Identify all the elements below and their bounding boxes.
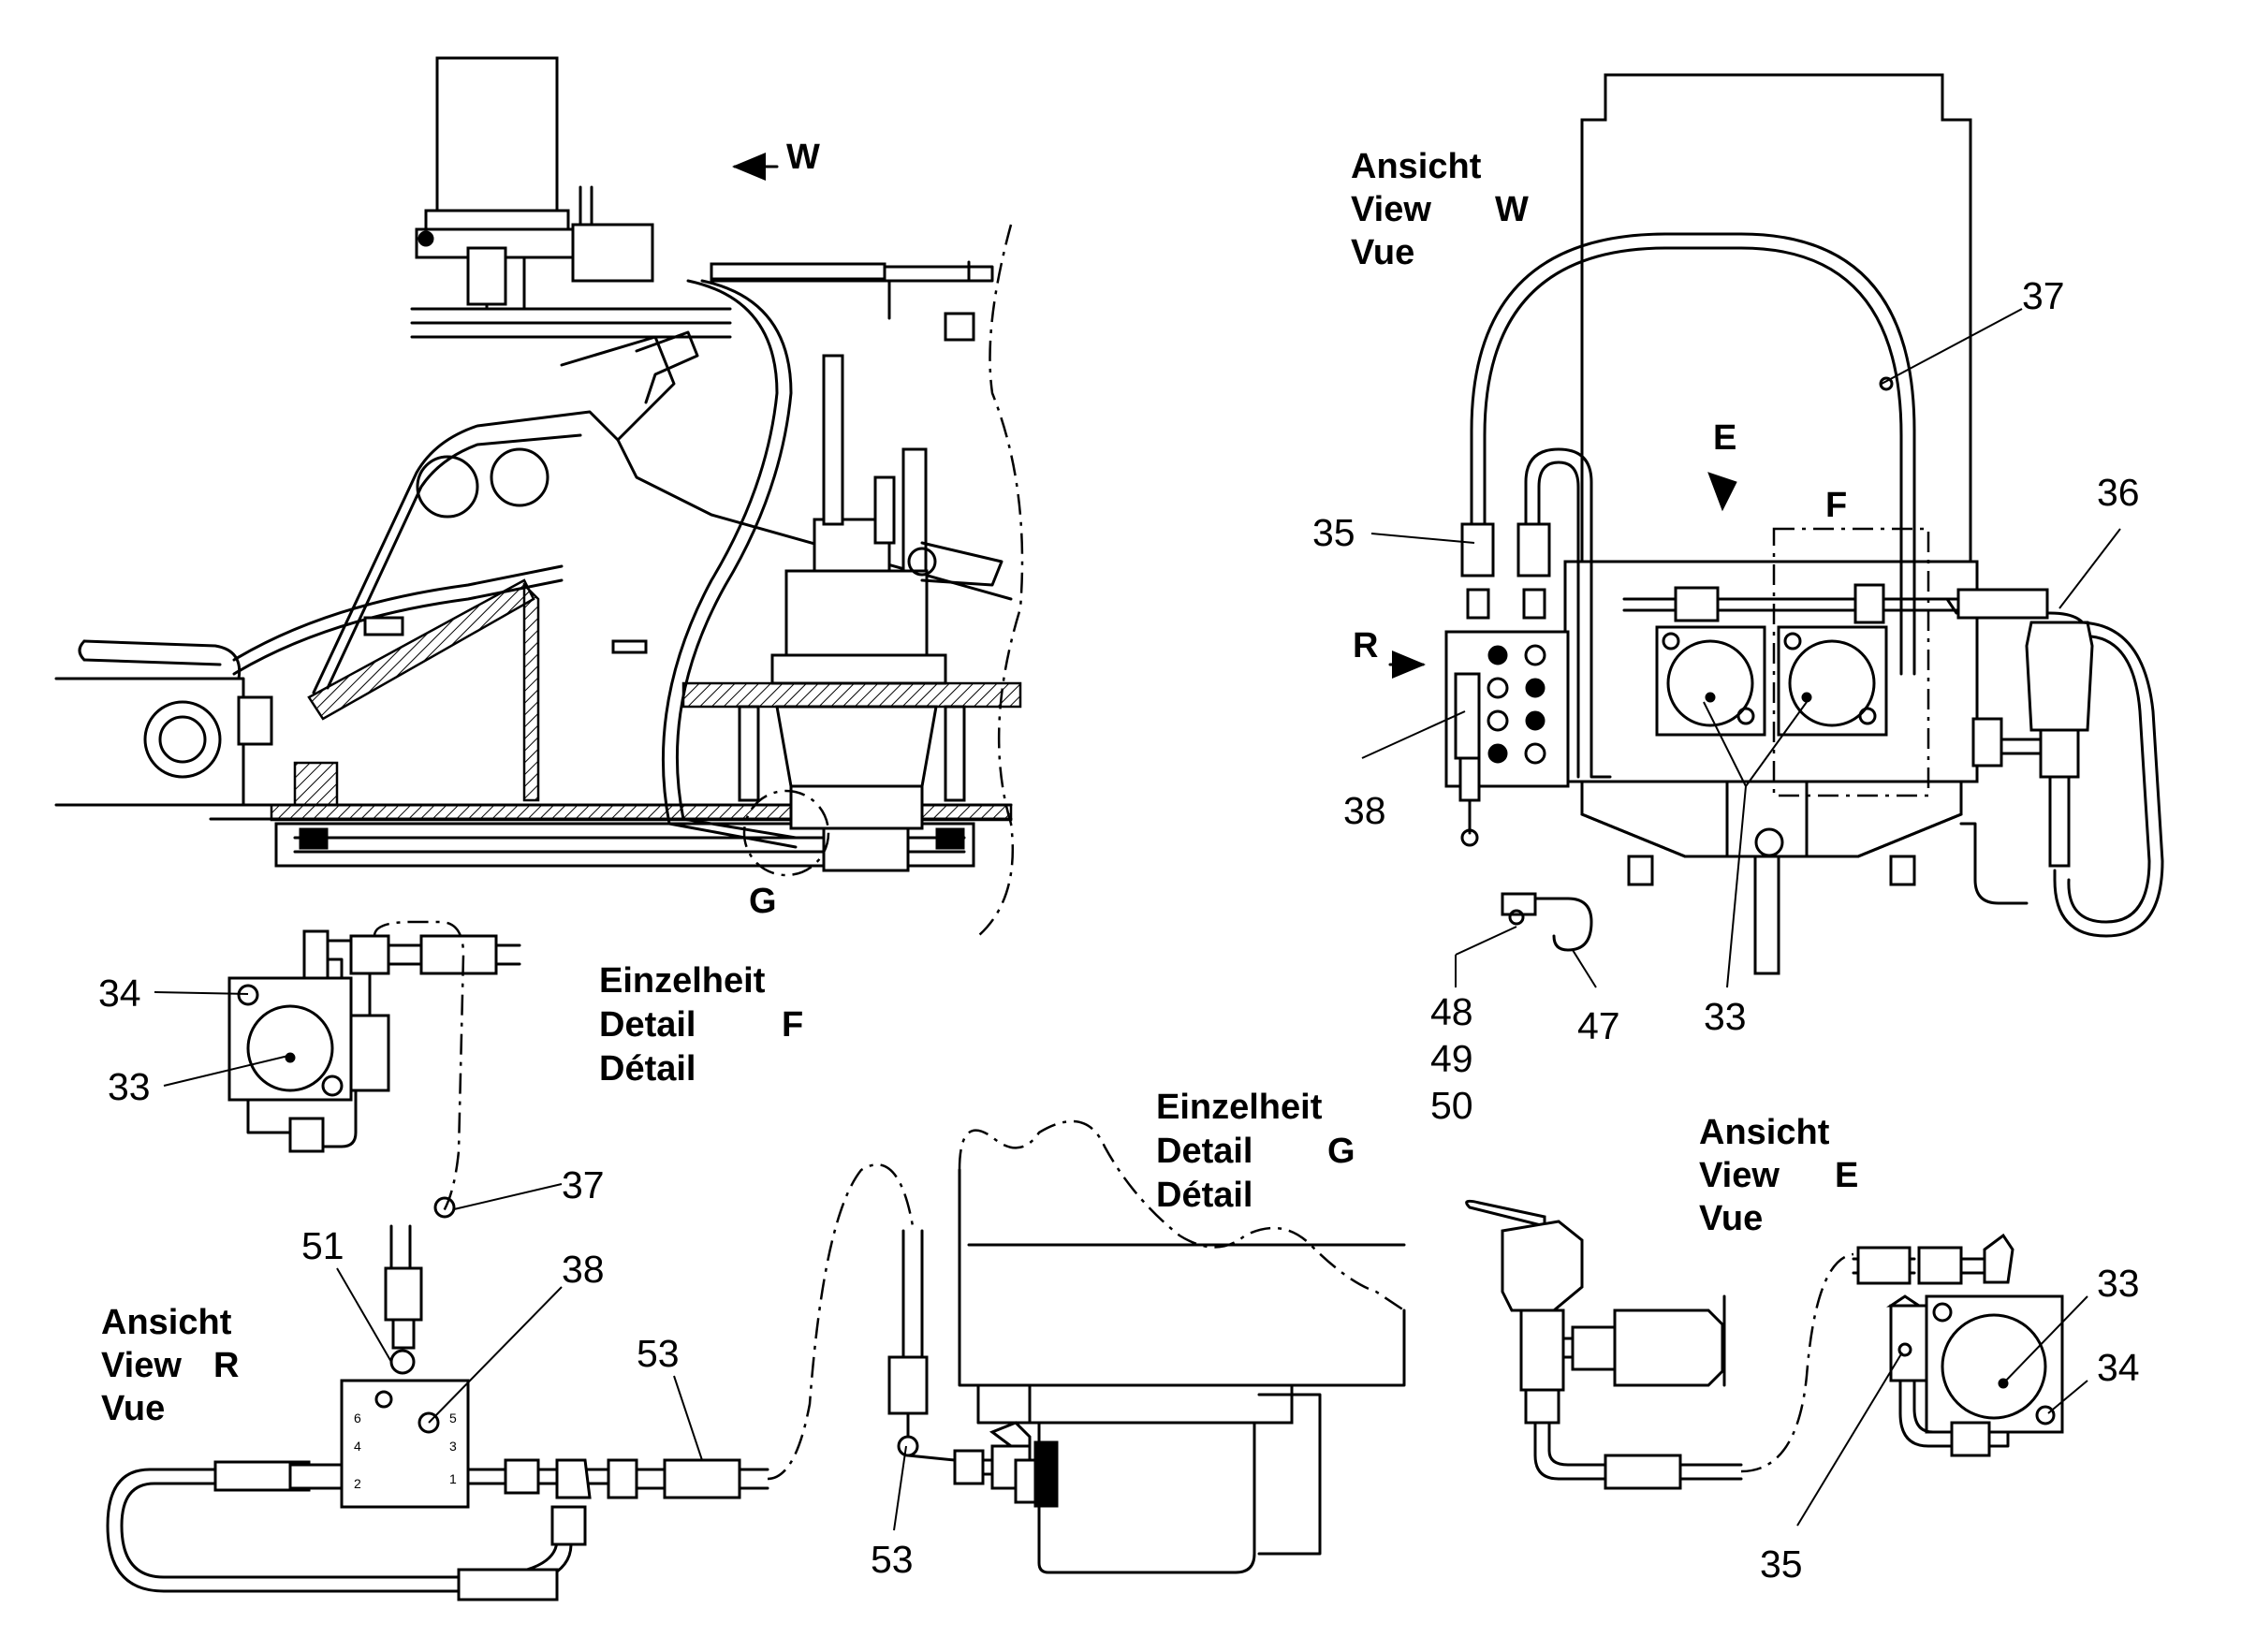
callout-48: 48: [1430, 990, 1473, 1033]
pump-motor: [435, 56, 559, 214]
callout-38-r: 38: [562, 1248, 605, 1291]
view-e-title-2: View: [1699, 1156, 1780, 1195]
w-marker-label: W: [786, 138, 820, 177]
view-r-title-1: Ansicht: [101, 1303, 232, 1342]
view-r: Ansicht View R Vue 6 5 4 3 2 1 51: [101, 1163, 915, 1601]
port-5: 5: [449, 1411, 457, 1425]
callout-33-f: 33: [108, 1065, 151, 1108]
port-3: 3: [449, 1439, 457, 1454]
view-r-letter: R: [213, 1346, 239, 1385]
view-w-callouts: 37 36 35 38 33 48 49 50 47: [1312, 274, 2140, 1127]
callout-33: 33: [1704, 995, 1747, 1038]
callout-36: 36: [2097, 471, 2140, 514]
detail-g-title-2: Detail: [1156, 1132, 1253, 1171]
callout-38: 38: [1343, 789, 1386, 832]
view-e-title-3: Vue: [1699, 1199, 1763, 1238]
grease-reservoir: [1580, 73, 1972, 563]
detail-f: Einzelheit Detail F Détail 34 33 37: [98, 920, 803, 1219]
detail-g: Einzelheit Detail G Détail 53: [871, 1088, 1406, 1581]
callout-37: 37: [2022, 274, 2065, 317]
e-arrow: [1707, 472, 1737, 512]
main-assembly: W: [54, 56, 1024, 937]
view-w-letter: W: [1495, 190, 1529, 229]
view-r-title-3: Vue: [101, 1389, 165, 1428]
callout-33-e: 33: [2097, 1262, 2140, 1305]
distributor-r: [340, 1379, 470, 1509]
detail-f-title-2: Detail: [599, 1005, 696, 1045]
callout-47: 47: [1577, 1004, 1620, 1047]
f-detail-box: [1772, 527, 1930, 797]
detail-f-title-3: Détail: [599, 1049, 696, 1089]
callout-53-g: 53: [871, 1538, 914, 1581]
detail-g-title-1: Einzelheit: [1156, 1088, 1323, 1127]
view-e: Ansicht View E Vue 33: [1465, 1113, 2140, 1586]
view-w-title-3: Vue: [1351, 233, 1414, 272]
view-e-title-1: Ansicht: [1699, 1113, 1830, 1152]
callout-49: 49: [1430, 1037, 1473, 1080]
r-marker-label: R: [1353, 626, 1378, 665]
port-6: 6: [354, 1411, 361, 1425]
callout-50: 50: [1430, 1084, 1473, 1127]
callout-35: 35: [1312, 511, 1355, 554]
callout-35-e: 35: [1760, 1542, 1803, 1586]
callout-34: 34: [98, 972, 141, 1015]
port-2: 2: [354, 1476, 361, 1491]
detail-g-letter: G: [1327, 1132, 1355, 1171]
callout-37-f: 37: [562, 1163, 605, 1206]
g-detail-circle: [742, 789, 830, 877]
detail-f-letter: F: [782, 1005, 803, 1045]
view-r-title-2: View: [101, 1346, 182, 1385]
e-marker-label: E: [1713, 418, 1736, 458]
f-marker-label: F: [1825, 486, 1847, 525]
port-4: 4: [354, 1439, 361, 1454]
detail-g-title-3: Détail: [1156, 1176, 1253, 1215]
callout-53: 53: [637, 1332, 680, 1375]
view-w-title-1: Ansicht: [1351, 147, 1482, 186]
view-w-title-2: View: [1351, 190, 1431, 229]
detail-f-title-1: Einzelheit: [599, 961, 766, 1001]
view-w: Ansicht View W Vue F E: [1312, 73, 2164, 1127]
callout-51: 51: [301, 1224, 344, 1267]
port-1: 1: [449, 1471, 457, 1486]
g-marker-label: G: [749, 882, 777, 921]
callout-34-e: 34: [2097, 1346, 2140, 1389]
view-e-letter: E: [1835, 1156, 1858, 1195]
